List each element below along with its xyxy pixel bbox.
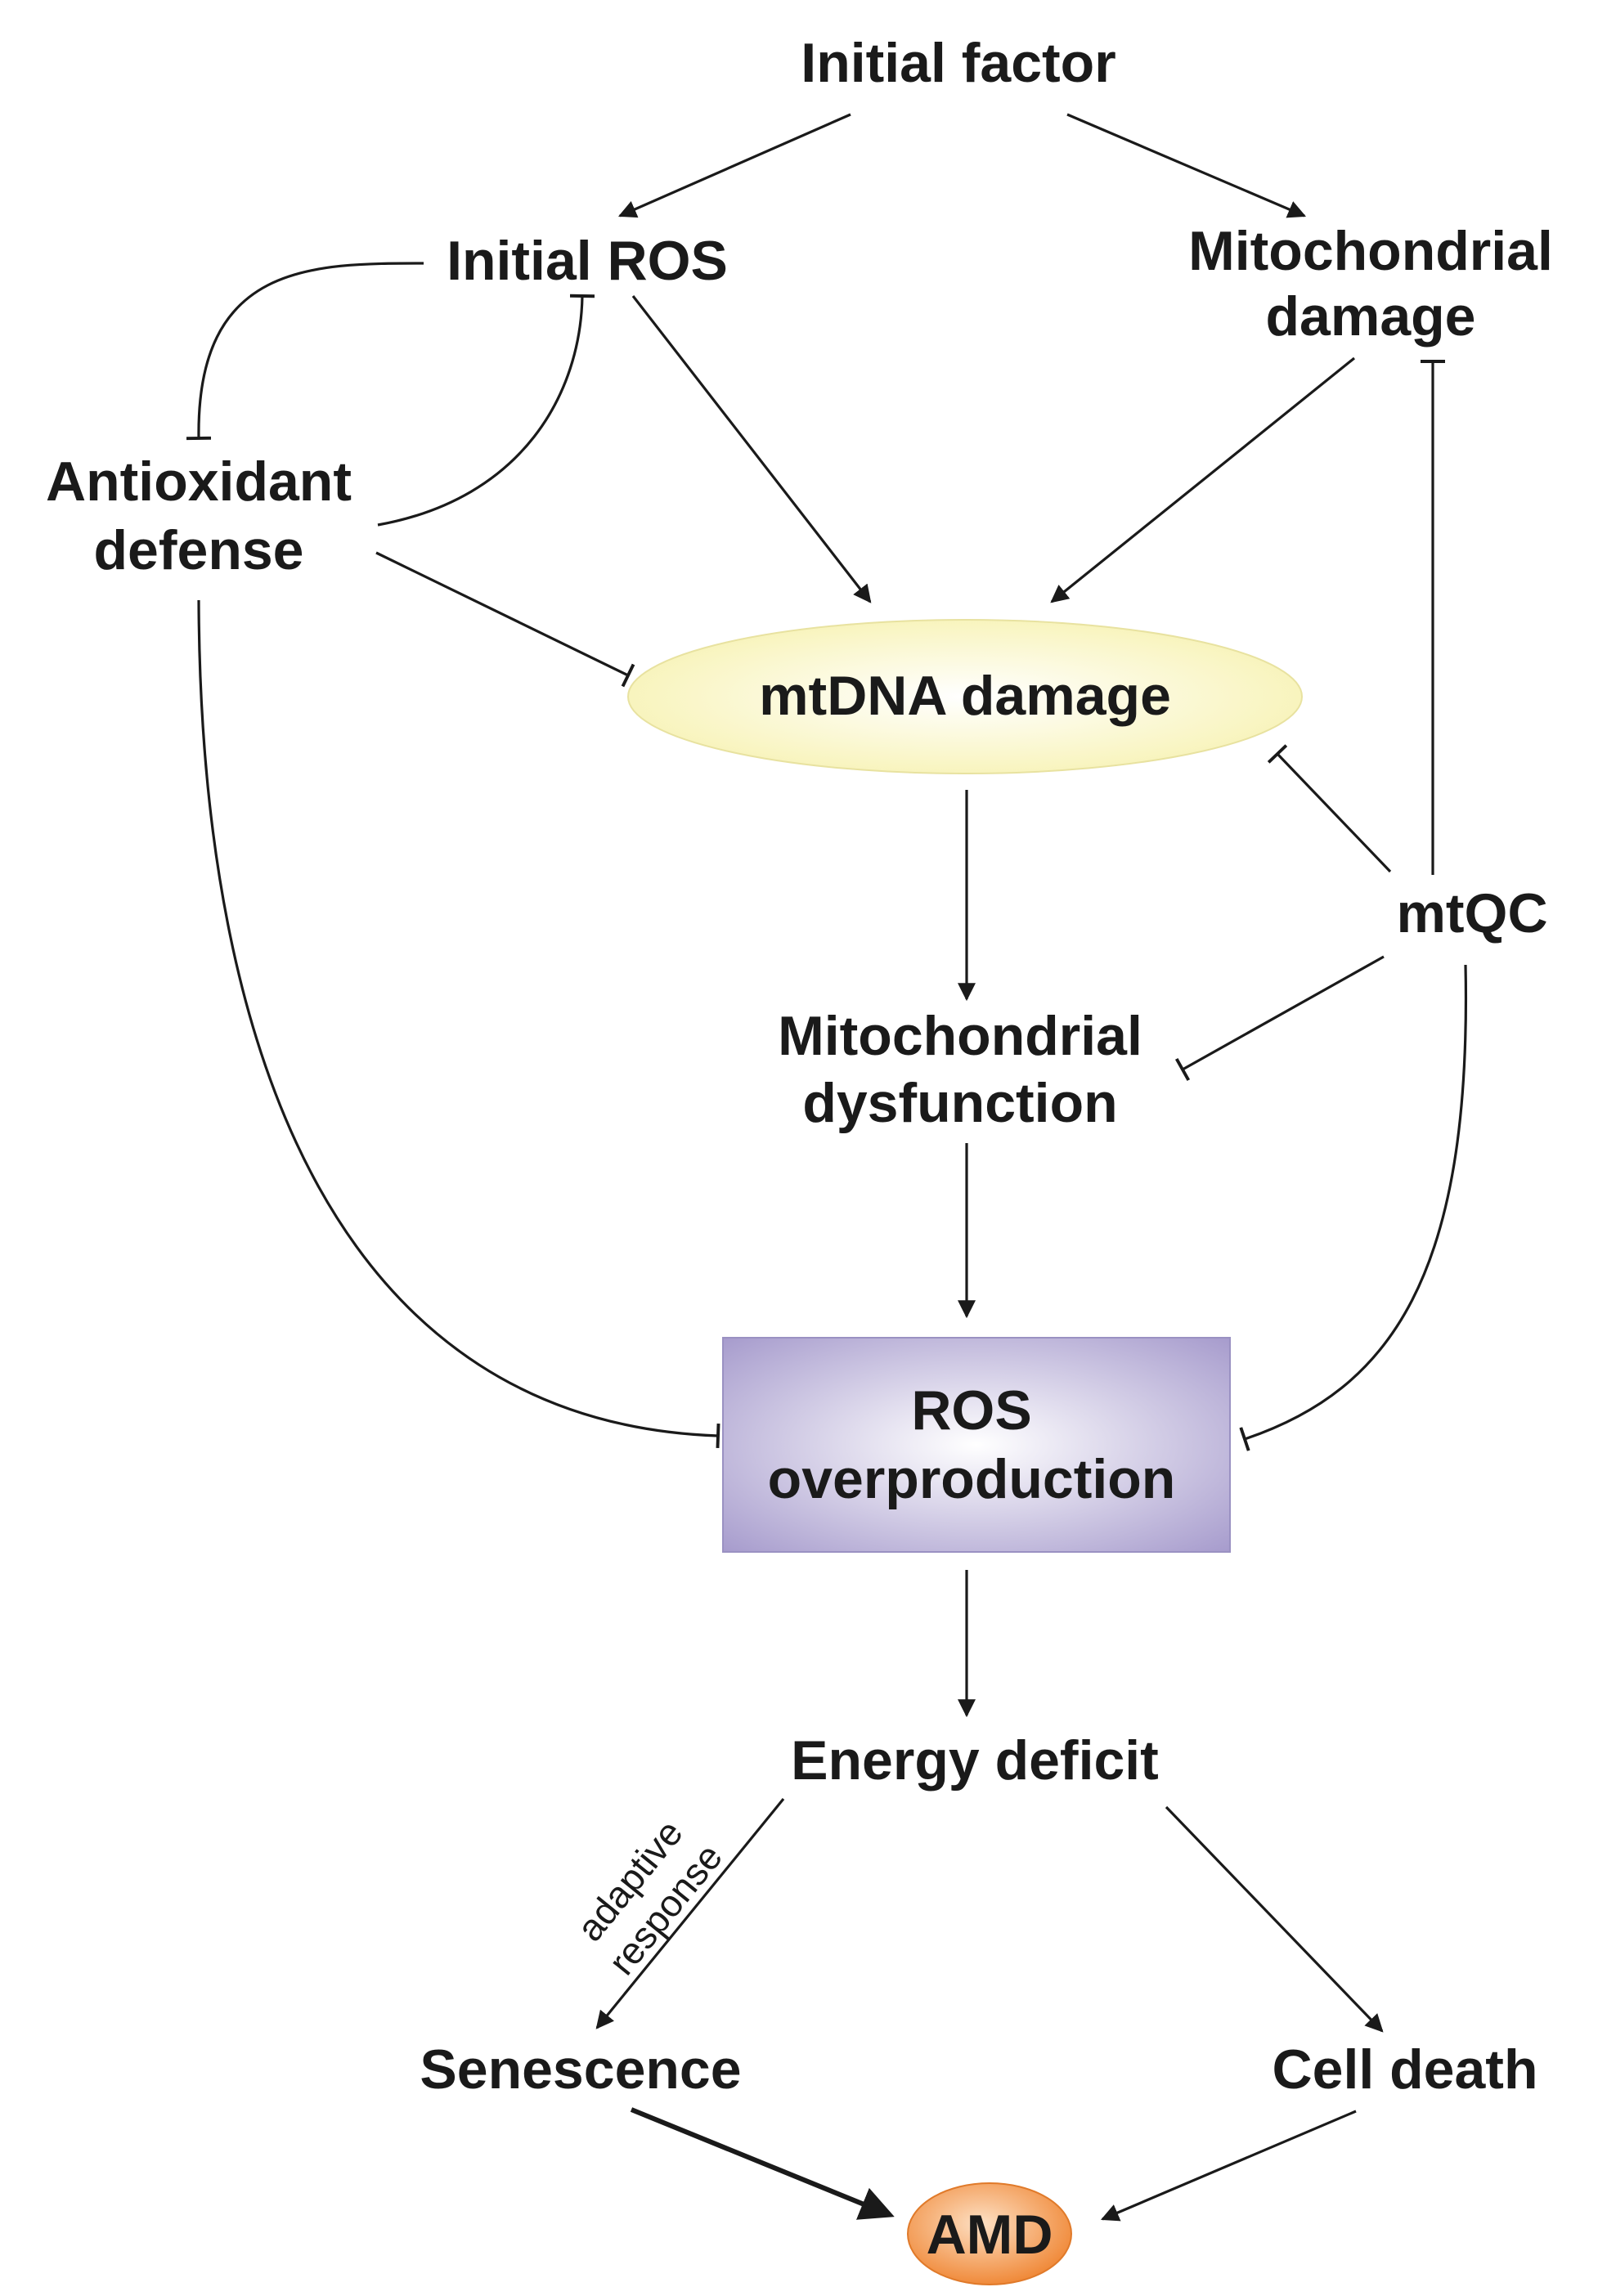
edge-antioxidant-inhibits-initial-ros (377, 294, 595, 527)
edge-initial-ros-to-mtdna (631, 295, 872, 603)
edge-mito-damage-to-mtdna (1050, 357, 1356, 603)
edge-initial-factor-to-mito-damage (1066, 113, 1307, 218)
node-antioxidant-defense-line1: Antioxidant (46, 451, 352, 513)
node-initial-ros: Initial ROS (447, 230, 728, 292)
node-mitochondrial-damage-line2: damage (1266, 285, 1476, 348)
node-ros-overproduction-line1: ROS (911, 1379, 1031, 1442)
node-energy-deficit: Energy deficit (791, 1729, 1159, 1792)
edge-energy-to-cell-death (1165, 1805, 1384, 2033)
edge-energy-to-senescence (595, 1797, 785, 2029)
edge-mtqc-inhibits-mito-dysfunction (1174, 955, 1385, 1082)
node-mtqc: mtQC (1396, 882, 1547, 944)
node-amd: AMD (927, 2204, 1053, 2266)
node-mtdna-damage: mtDNA damage (759, 665, 1171, 727)
ros-overproduction-box (722, 1337, 1231, 1553)
node-cell-death: Cell death (1273, 2038, 1538, 2101)
edge-antioxidant-inhibits-mtdna (375, 551, 635, 688)
edge-cell-death-to-amd (1100, 2110, 1357, 2222)
edge-mtqc-inhibits-ros-over (1239, 964, 1468, 1451)
edge-senescence-to-amd (630, 2107, 895, 2220)
node-mitochondrial-dysfunction-line1: Mitochondrial (778, 1005, 1142, 1067)
edge-mtqc-inhibits-mtdna (1267, 744, 1392, 873)
node-mitochondrial-damage-line1: Mitochondrial (1188, 220, 1553, 282)
node-mitochondrial-dysfunction-line2: dysfunction (802, 1072, 1117, 1134)
edge-initial-ros-inhibits-antioxidant (186, 262, 424, 441)
node-senescence: Senescence (420, 2038, 741, 2101)
node-antioxidant-defense-line2: defense (94, 519, 304, 581)
node-initial-factor: Initial factor (801, 32, 1115, 94)
mtdna-damage-ellipse (627, 619, 1303, 774)
amd-ellipse (907, 2182, 1072, 2285)
edge-initial-factor-to-initial-ros (617, 113, 851, 218)
node-ros-overproduction-line2: overproduction (768, 1448, 1176, 1510)
edge-antioxidant-inhibits-ros-over (197, 599, 720, 1449)
